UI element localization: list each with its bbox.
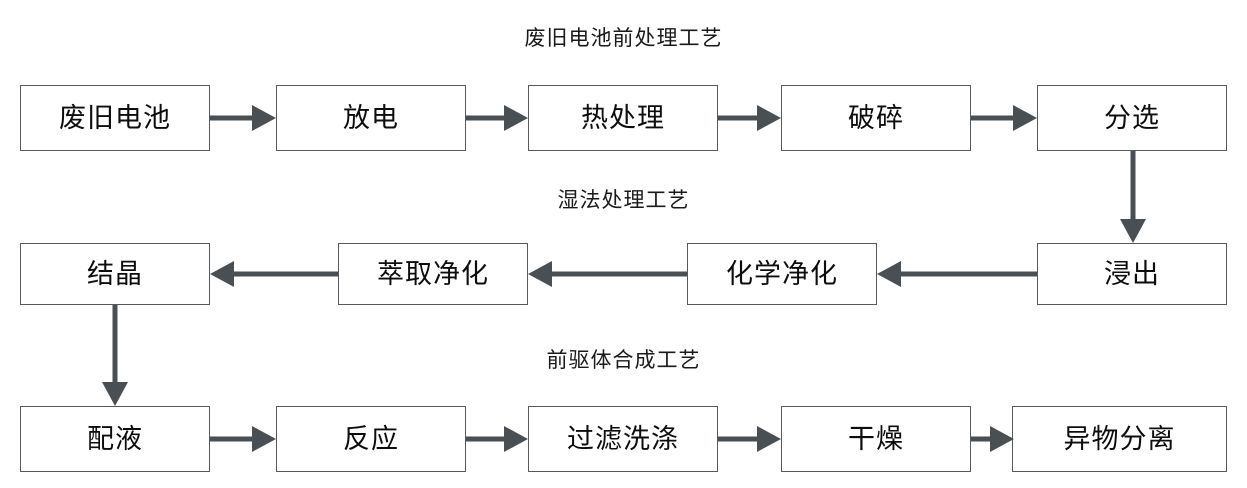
node-label: 萃取净化 xyxy=(377,258,489,290)
arrow-head xyxy=(528,261,552,287)
arrow-head xyxy=(990,426,1014,452)
node-label: 过滤洗涤 xyxy=(567,423,679,455)
arrow-shaft xyxy=(971,436,993,442)
arrow-shaft xyxy=(899,271,1037,277)
node-waste-battery[interactable]: 废旧电池 xyxy=(20,85,210,151)
arrow-head xyxy=(757,105,781,131)
node-filtration-washing[interactable]: 过滤洗涤 xyxy=(528,406,718,472)
arrow-shaft xyxy=(466,115,506,121)
node-extraction-purification[interactable]: 萃取净化 xyxy=(338,243,528,305)
arrow-shaft xyxy=(718,115,759,121)
node-crystallization[interactable]: 结晶 xyxy=(20,243,210,305)
node-label: 干燥 xyxy=(848,423,904,455)
node-sorting[interactable]: 分选 xyxy=(1037,85,1227,151)
node-drying[interactable]: 干燥 xyxy=(781,406,971,472)
node-chemical-purification[interactable]: 化学净化 xyxy=(687,243,877,305)
node-heat-treatment[interactable]: 热处理 xyxy=(528,85,718,151)
arrow-head xyxy=(102,382,128,406)
node-reaction[interactable]: 反应 xyxy=(276,406,466,472)
node-label: 废旧电池 xyxy=(59,102,171,134)
node-label: 化学净化 xyxy=(726,258,838,290)
arrow-shaft xyxy=(210,115,254,121)
arrow-shaft xyxy=(466,436,506,442)
arrow-shaft xyxy=(210,436,254,442)
arrow-shaft xyxy=(718,436,759,442)
section-title-pretreatment: 废旧电池前处理工艺 xyxy=(524,26,723,50)
arrow-head xyxy=(252,105,276,131)
arrow-shaft xyxy=(971,115,1015,121)
arrow-shaft xyxy=(1130,151,1136,223)
node-label: 热处理 xyxy=(581,102,665,134)
arrow-shaft xyxy=(232,271,338,277)
arrow-head xyxy=(504,105,528,131)
arrow-head xyxy=(210,261,234,287)
node-label: 结晶 xyxy=(87,258,143,290)
node-label: 放电 xyxy=(343,102,399,134)
arrow-head xyxy=(1120,219,1146,243)
node-leaching[interactable]: 浸出 xyxy=(1037,243,1227,305)
section-title-precursor-synthesis: 前驱体合成工艺 xyxy=(546,348,701,372)
arrow-head xyxy=(877,261,901,287)
arrow-head xyxy=(1013,105,1037,131)
node-label: 破碎 xyxy=(848,102,904,134)
node-label: 分选 xyxy=(1104,102,1160,134)
arrow-head xyxy=(757,426,781,452)
section-title-hydrometallurgy: 湿法处理工艺 xyxy=(557,188,690,212)
node-foreign-matter-separation[interactable]: 异物分离 xyxy=(1012,406,1227,472)
arrow-shaft xyxy=(550,271,687,277)
node-discharge[interactable]: 放电 xyxy=(276,85,466,151)
node-label: 异物分离 xyxy=(1063,423,1176,455)
arrow-head xyxy=(252,426,276,452)
node-label: 反应 xyxy=(343,423,399,455)
node-label: 配液 xyxy=(87,423,143,455)
node-crushing[interactable]: 破碎 xyxy=(781,85,971,151)
node-solution-preparation[interactable]: 配液 xyxy=(20,406,210,472)
node-label: 浸出 xyxy=(1104,258,1160,290)
arrow-shaft xyxy=(112,305,118,386)
arrow-head xyxy=(504,426,528,452)
